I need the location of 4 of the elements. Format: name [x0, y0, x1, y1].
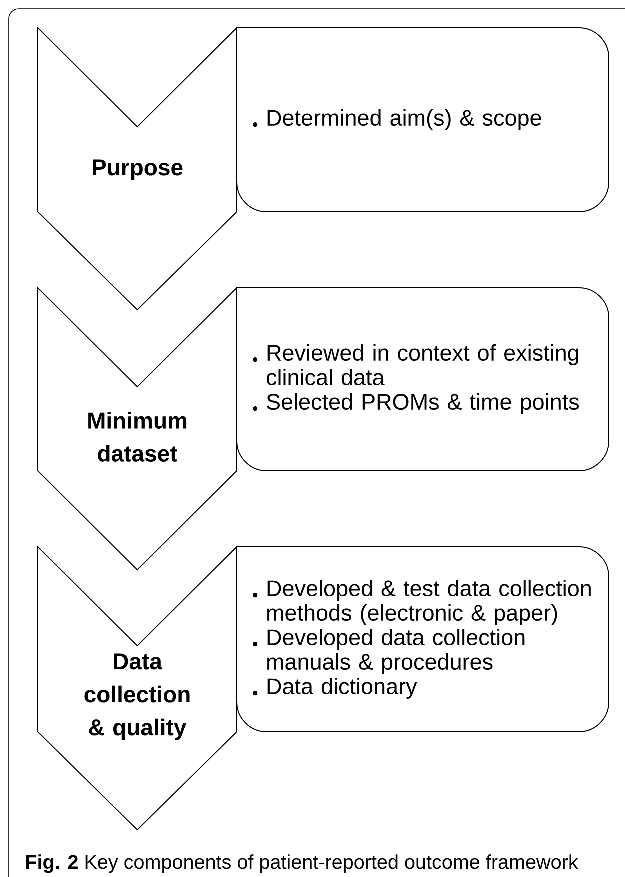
content-box: Reviewed in context of existing clinical data Selected PROMs & time points: [236, 288, 610, 472]
caption: Fig. 2 Key components of patient-reported outcome framework: [26, 854, 578, 874]
content-box: Developed & test data collection methods (electronic & paper) Developed data collection manuals & procedures Data dictionary: [236, 546, 610, 732]
content-box: Determined aim(s) & scope: [236, 28, 610, 212]
